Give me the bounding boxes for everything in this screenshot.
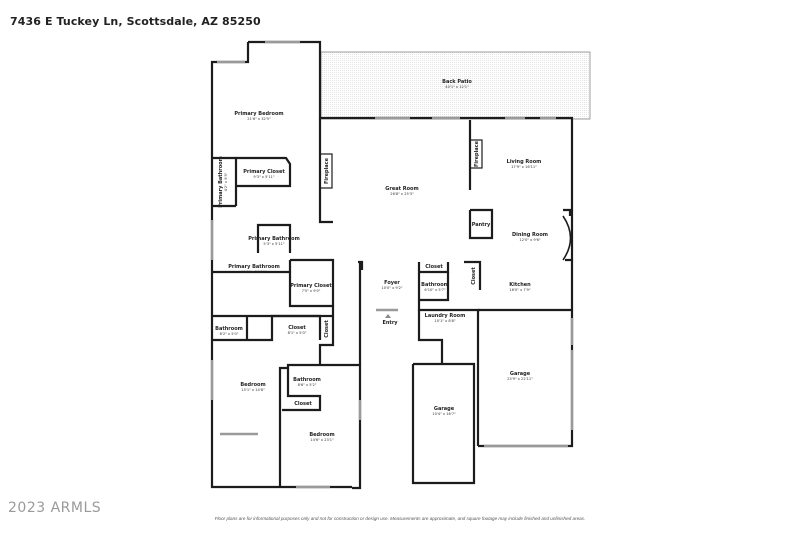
primary-closet-1-label: Primary Closet: [243, 169, 285, 175]
primary-bathroom-main-dims: 13'9" x 21'11": [241, 270, 267, 274]
entry-label: Entry: [382, 320, 398, 326]
bedroom-lower-dims: 14'6" x 23'1": [310, 438, 334, 442]
armls-watermark: 2023 ARMLS: [8, 500, 102, 516]
fireplace-2-label: Fireplace: [474, 140, 480, 167]
kitchen-label: Kitchen: [509, 282, 531, 288]
fireplace-1-label: Fireplace: [324, 157, 330, 184]
closet-kitchen-label: Closet: [471, 267, 477, 285]
room-labels: Back Patio 40'1" x 12'1" Primary Bedroom…: [215, 79, 548, 442]
bathroom-center-dims: 6'10" x 5'7": [424, 288, 445, 292]
back-patio-dims: 40'1" x 12'1": [445, 85, 469, 89]
closet-lower-label: Closet: [294, 401, 312, 407]
laundry-room-dims: 10'1" x 8'8": [434, 319, 455, 323]
bedroom-left-label: Bedroom: [240, 382, 265, 388]
laundry-room-label: Laundry Room: [425, 313, 466, 319]
floor-plan-disclaimer: Floor plans are for informational purpos…: [214, 516, 586, 521]
entry-arrow-icon: [385, 314, 391, 318]
dining-room-label: Dining Room: [512, 232, 548, 238]
bathroom-left-dims: 8'2" x 5'0": [220, 332, 239, 336]
bathroom-lower-label: Bathroom: [293, 377, 321, 383]
interior-walls: [212, 118, 572, 412]
listing-address: 7436 E Tuckey Ln, Scottsdale, AZ 85250: [10, 15, 261, 28]
foyer-label: Foyer: [384, 280, 400, 286]
primary-closet-1-dims: 9'3" x 5'11": [253, 175, 274, 179]
primary-bedroom-dims: 21'6" x 32'5": [247, 117, 271, 121]
primary-bedroom-label: Primary Bedroom: [234, 111, 283, 117]
primary-bathroom-small-dims: 4'2" x 9'9": [224, 172, 228, 191]
dining-bay-window: [562, 215, 572, 261]
fireplace-left: [319, 153, 333, 189]
garage-small-dims: 10'4" x 16'7": [432, 412, 456, 416]
pantry-label: Pantry: [472, 222, 491, 228]
back-patio-area: [320, 51, 591, 120]
bathroom-lower-dims: 8'6" x 5'2": [298, 383, 317, 387]
great-room-label: Great Room: [385, 186, 418, 192]
primary-bathroom-mid-dims: 5'3" x 5'11": [263, 242, 284, 246]
dining-room-dims: 12'0" x 9'6": [519, 238, 540, 242]
primary-closet-2-dims: 7'5" x 9'0": [302, 289, 321, 293]
garage-large-label: Garage: [510, 371, 531, 377]
foyer-dims: 10'0" x 9'2": [381, 286, 402, 290]
closet-vertical-label: Closet: [324, 320, 330, 338]
fireplace-right: [469, 139, 483, 169]
primary-bathroom-mid-label: Primary Bathroom: [248, 236, 300, 242]
bathroom-left-label: Bathroom: [215, 326, 243, 332]
primary-bathroom-main-label: Primary Bathroom: [228, 264, 280, 270]
living-room-label: Living Room: [507, 159, 542, 165]
garage-large-dims: 23'9" x 22'11": [507, 377, 533, 381]
closet-top-label: Closet: [425, 264, 443, 270]
bedroom-left-dims: 15'1" x 14'8": [241, 388, 265, 392]
kitchen-dims: 16'0" x 7'9": [509, 288, 530, 292]
living-room-dims: 17'9" x 16'11": [511, 165, 537, 169]
closet-mid-dims: 8'1" x 5'0": [288, 331, 307, 335]
great-room-dims: 26'8" x 25'3": [390, 192, 414, 196]
back-patio-label: Back Patio: [442, 79, 472, 85]
garage-small-label: Garage: [434, 406, 455, 412]
primary-bathroom-small-label: Primary Bathroom: [218, 156, 224, 208]
closet-mid-label: Closet: [288, 325, 306, 331]
bathroom-center-label: Bathroom: [421, 282, 449, 288]
bedroom-lower-label: Bedroom: [309, 432, 334, 438]
windows: [210, 40, 574, 489]
primary-closet-2-label: Primary Closet: [290, 283, 332, 289]
